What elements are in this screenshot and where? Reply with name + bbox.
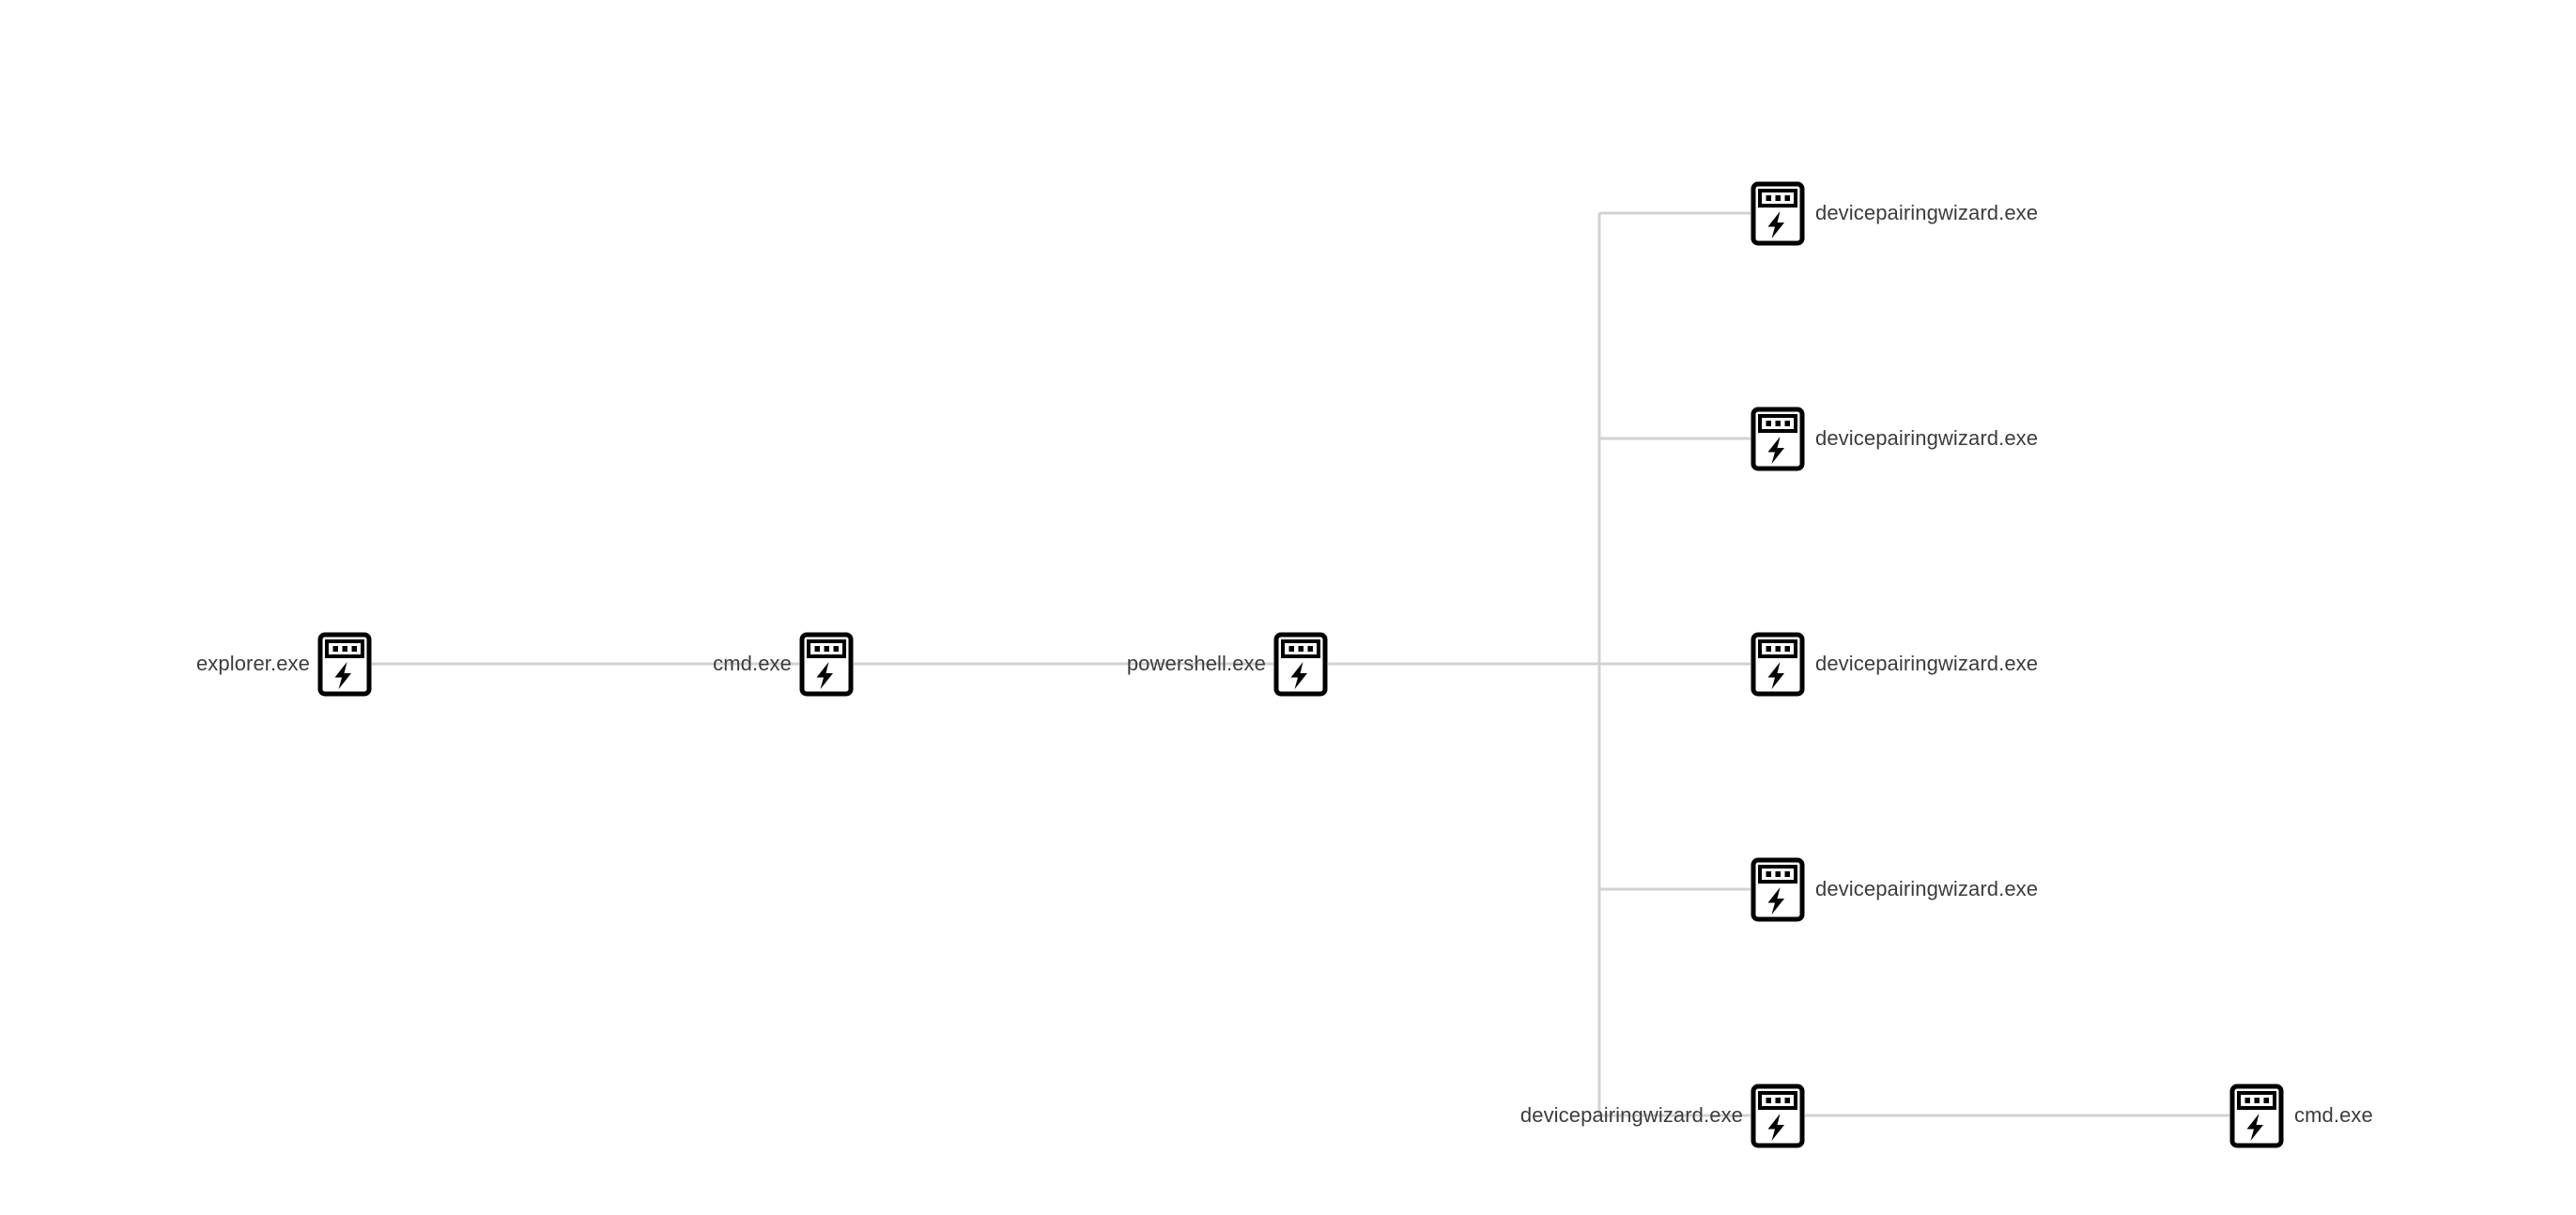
process-window-lightning-icon: [1751, 181, 1805, 245]
process-node-powershell[interactable]: powershell.exe: [0, 632, 1328, 697]
process-node-dpw-4[interactable]: devicepairingwizard.exe: [1751, 857, 2038, 922]
process-node-dpw-1[interactable]: devicepairingwizard.exe: [1751, 181, 2038, 246]
process-window-lightning-icon: [317, 632, 372, 696]
process-window-lightning-icon: [799, 632, 854, 696]
process-node-cmd-1[interactable]: cmd.exe: [0, 632, 854, 697]
process-node-label: cmd.exe: [713, 652, 792, 675]
process-node-label: devicepairingwizard.exe: [1519, 1103, 1743, 1127]
process-window-lightning-icon: [2229, 1084, 2284, 1147]
process-node-label: cmd.exe: [2294, 1103, 2373, 1127]
process-node-explorer[interactable]: explorer.exe: [0, 632, 372, 697]
process-node-label: devicepairingwizard.exe: [1815, 201, 2039, 224]
process-node-dpw-3[interactable]: devicepairingwizard.exe: [1751, 632, 2038, 697]
process-node-dpw-5[interactable]: devicepairingwizard.exe: [0, 1084, 1805, 1148]
process-node-label: explorer.exe: [195, 652, 310, 675]
process-window-lightning-icon: [1751, 1084, 1805, 1147]
process-node-label: devicepairingwizard.exe: [1815, 652, 2039, 675]
process-node-label: devicepairingwizard.exe: [1815, 426, 2039, 450]
process-window-lightning-icon: [1273, 632, 1328, 696]
process-node-cmd-2[interactable]: cmd.exe: [2229, 1084, 2373, 1148]
process-window-lightning-icon: [1751, 857, 1805, 921]
process-node-label: powershell.exe: [1126, 652, 1266, 675]
process-window-lightning-icon: [1751, 407, 1805, 470]
process-node-label: devicepairingwizard.exe: [1815, 877, 2039, 900]
process-node-dpw-2[interactable]: devicepairingwizard.exe: [1751, 407, 2038, 471]
process-window-lightning-icon: [1751, 632, 1805, 696]
